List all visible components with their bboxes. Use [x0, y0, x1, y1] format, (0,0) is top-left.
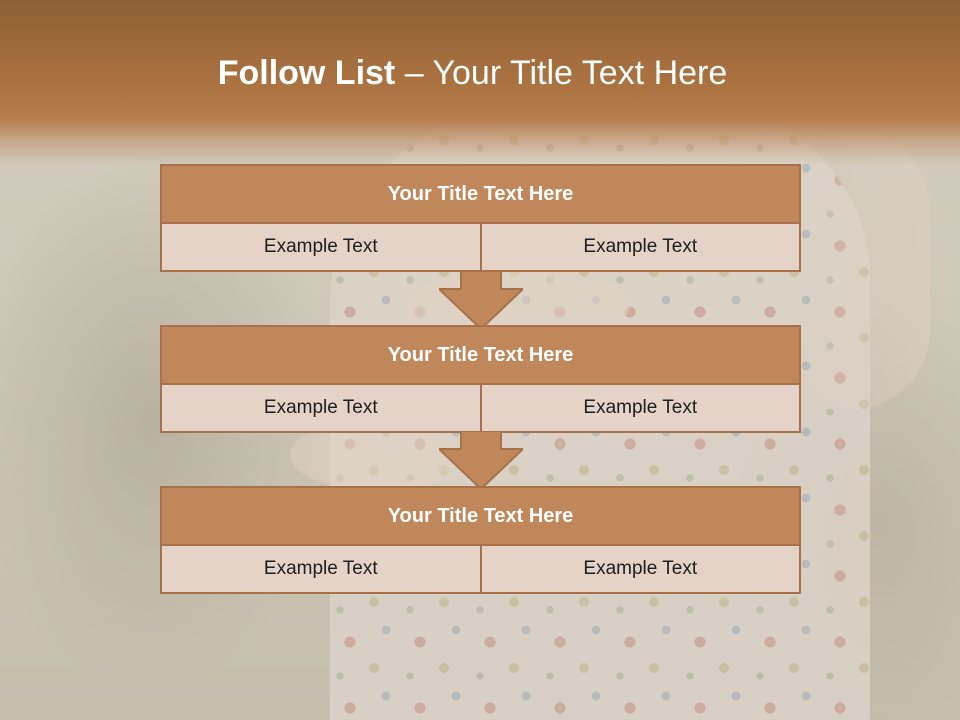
follow-block-title: Your Title Text Here [162, 327, 799, 385]
down-arrow-icon [439, 271, 523, 331]
follow-block-left-text: Example Text [263, 236, 378, 257]
follow-block-row: Example Text Example Text [162, 546, 799, 592]
follow-block-row: Example Text Example Text [162, 224, 799, 270]
slide-title-rest: – Your Title Text Here [395, 54, 728, 92]
follow-block-right-text: Example Text [479, 546, 800, 592]
slide-title: Follow List – Your Title Text Here [0, 54, 945, 93]
follow-block-right-text: Example Text [479, 224, 800, 270]
follow-block-left-text: Example Text [263, 558, 378, 579]
follow-block-row: Example Text Example Text [162, 385, 799, 431]
follow-block-title: Your Title Text Here [162, 166, 799, 224]
follow-block-3: Your Title Text Here Example Text Exampl… [160, 486, 801, 594]
title-band [0, 0, 960, 165]
follow-block-left-text: Example Text [263, 397, 378, 418]
down-arrow-icon [439, 431, 523, 491]
slide-title-bold: Follow List [217, 54, 396, 92]
follow-block-right-text: Example Text [479, 385, 800, 431]
follow-block-1: Your Title Text Here Example Text Exampl… [160, 164, 801, 272]
follow-block-title: Your Title Text Here [162, 488, 799, 546]
arm-image [800, 130, 930, 410]
follow-block-2: Your Title Text Here Example Text Exampl… [160, 325, 801, 433]
